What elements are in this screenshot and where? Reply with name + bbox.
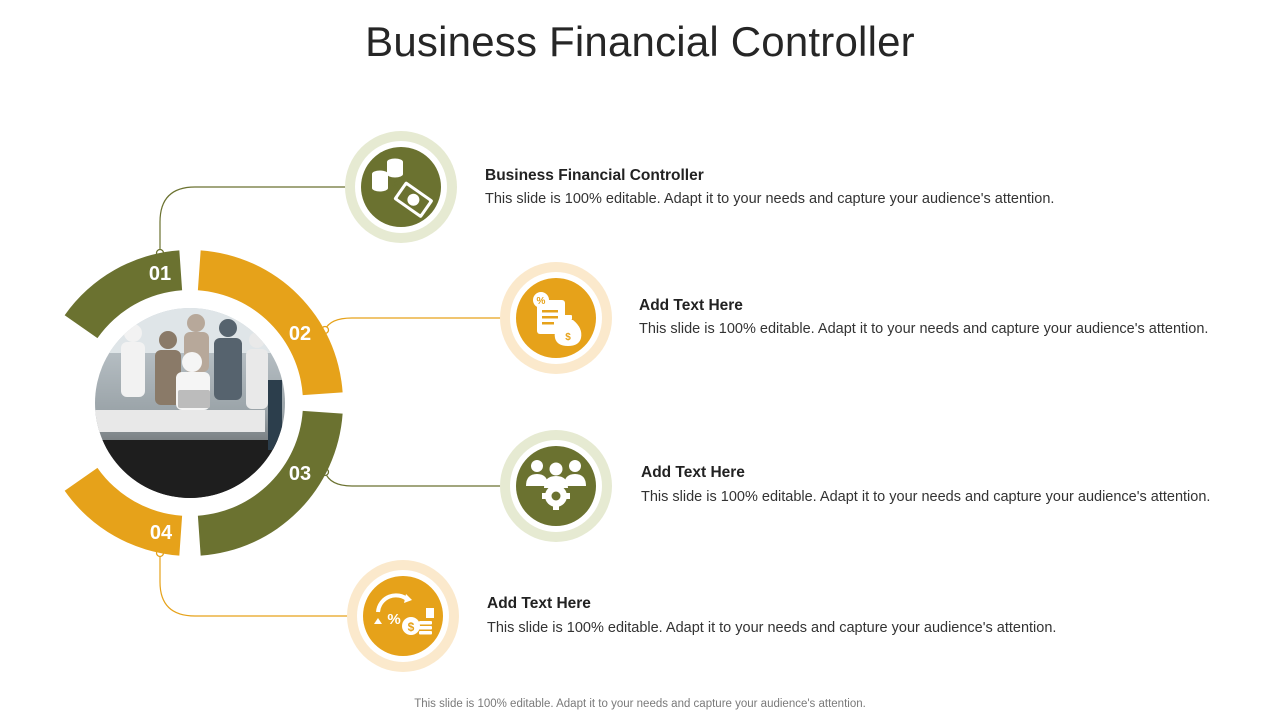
invoice-money-bag-icon: % $ xyxy=(533,292,582,346)
segment-number-02: 02 xyxy=(289,323,311,345)
icon-circle-04: % $ xyxy=(347,560,459,672)
slide-title: Business Financial Controller xyxy=(365,18,915,65)
item-heading-01: Business Financial Controller xyxy=(485,167,704,184)
icon-circle-01: $ xyxy=(345,131,457,243)
svg-text:%: % xyxy=(387,611,400,628)
item-desc-02: This slide is 100% editable. Adapt it to… xyxy=(639,321,1209,337)
item-desc-04: This slide is 100% editable. Adapt it to… xyxy=(487,620,1057,636)
footer-note: This slide is 100% editable. Adapt it to… xyxy=(414,698,866,710)
ring-segment-04 xyxy=(64,467,183,556)
item-desc-01: This slide is 100% editable. Adapt it to… xyxy=(485,191,1055,207)
segment-number-01: 01 xyxy=(149,263,171,285)
svg-text:%: % xyxy=(537,296,546,307)
item-heading-03: Add Text Here xyxy=(641,464,745,481)
ring-segment-03 xyxy=(197,410,343,556)
svg-text:$: $ xyxy=(392,179,398,190)
icon-circle-03 xyxy=(500,430,612,542)
item-heading-04: Add Text Here xyxy=(487,595,591,612)
team-meeting-photo xyxy=(95,308,285,498)
item-desc-03: This slide is 100% editable. Adapt it to… xyxy=(641,489,1211,505)
connector-line-04 xyxy=(159,553,380,617)
segment-number-04: 04 xyxy=(150,522,173,544)
item-heading-02: Add Text Here xyxy=(639,297,743,314)
ring-segment-01 xyxy=(64,250,183,339)
icon-circle-02: % $ xyxy=(500,262,612,374)
coins-money-icon: $ xyxy=(372,158,433,218)
team-gear-icon xyxy=(526,460,586,510)
percent-dollar-cycle-icon: % $ xyxy=(374,593,434,635)
ring-segment-02 xyxy=(197,250,343,396)
segment-number-03: 03 xyxy=(289,463,311,485)
svg-text:$: $ xyxy=(565,332,571,343)
svg-text:$: $ xyxy=(408,620,415,634)
connector-line-01 xyxy=(159,186,380,253)
segment-ring: 01 02 03 04 xyxy=(64,250,343,556)
